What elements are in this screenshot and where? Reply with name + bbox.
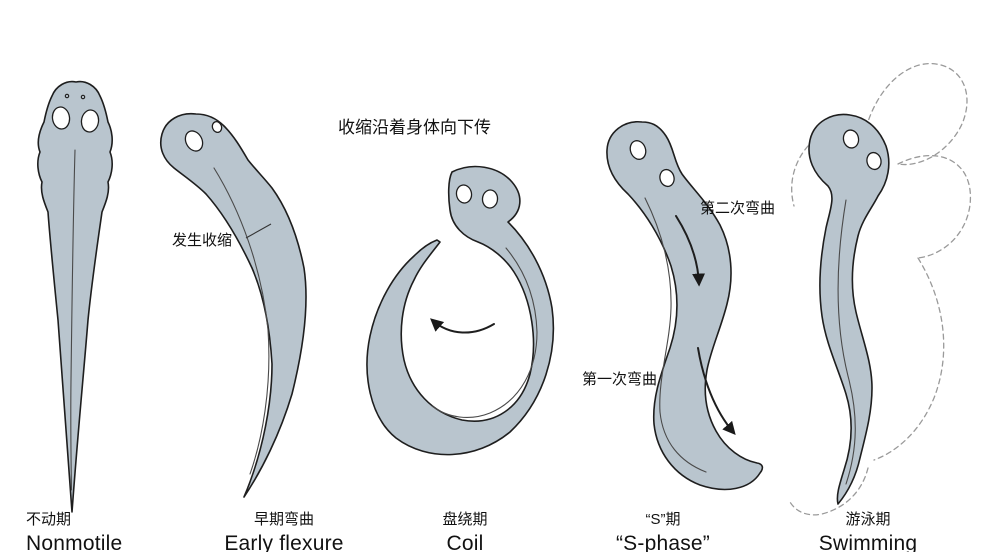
eye-icon [866, 151, 882, 171]
stage-label-en: Early flexure [224, 532, 344, 552]
annotation-propagation: 收缩沿着身体向下传 [338, 118, 491, 137]
embryo-s-phase [606, 121, 764, 491]
embryo-swimming [789, 62, 972, 516]
embryo-midline [837, 199, 856, 485]
embryo-midline [213, 167, 270, 475]
motion-ghost-outline [789, 467, 869, 516]
stage-label-en: Swimming [818, 532, 918, 552]
contraction-leader-line [245, 223, 272, 239]
stage-label-coil: 盘绕期 Coil [405, 508, 525, 552]
propagation-arrow-upper [675, 215, 706, 287]
embryo-midline [644, 197, 707, 473]
nostril-dot [64, 93, 70, 99]
stage-label-swimming: 游泳期 Swimming [803, 508, 933, 552]
embryo-body [366, 165, 555, 456]
embryo-nonmotile [37, 80, 113, 513]
stage-label-early-flexure: 早期弯曲 Early flexure [214, 508, 354, 552]
coil-direction-arrow [430, 318, 495, 334]
embryo-body [37, 80, 113, 513]
annotation-first-flexure: 第一次弯曲 [582, 371, 658, 388]
stage-label-nonmotile: 不动期 Nonmotile [26, 508, 156, 552]
stage-label-cn: 不动期 [26, 511, 72, 528]
embryo-body [159, 112, 307, 498]
eye-icon [211, 120, 223, 134]
eye-icon [80, 109, 100, 133]
motion-ghost-outline [873, 257, 945, 461]
motion-ghost-outline [791, 145, 809, 207]
eye-icon [455, 184, 473, 204]
eye-icon [51, 106, 71, 130]
embryo-midline [70, 149, 76, 491]
eye-icon [659, 168, 675, 188]
eye-icon [629, 140, 647, 160]
stage-label-cn: 游泳期 [845, 511, 891, 528]
embryo-body [606, 121, 764, 491]
stage-label-en: Nonmotile [26, 532, 123, 552]
eye-icon [481, 189, 499, 209]
annotation-contraction: 发生收缩 [172, 232, 233, 249]
stage-label-s-phase: “S”期 “S-phase” [598, 508, 728, 552]
stage-label-en: “S-phase” [615, 532, 710, 552]
propagation-arrow-lower [697, 347, 736, 435]
annotation-second-flexure: 第二次弯曲 [700, 200, 776, 217]
embryo-early-flexure [159, 112, 307, 498]
eye-icon [842, 129, 860, 149]
stage-label-en: Coil [446, 532, 484, 552]
eye-icon [184, 130, 204, 152]
nostril-dot [80, 94, 86, 100]
stage-label-cn: 早期弯曲 [253, 511, 314, 528]
stage-label-cn: 盘绕期 [442, 511, 488, 528]
embryo-midline [431, 247, 538, 419]
motion-ghost-outline [897, 155, 972, 259]
stage-label-cn: “S”期 [645, 511, 681, 528]
embryo-body [808, 113, 890, 505]
motion-ghost-outline [865, 62, 968, 166]
embryo-coil [366, 165, 555, 456]
